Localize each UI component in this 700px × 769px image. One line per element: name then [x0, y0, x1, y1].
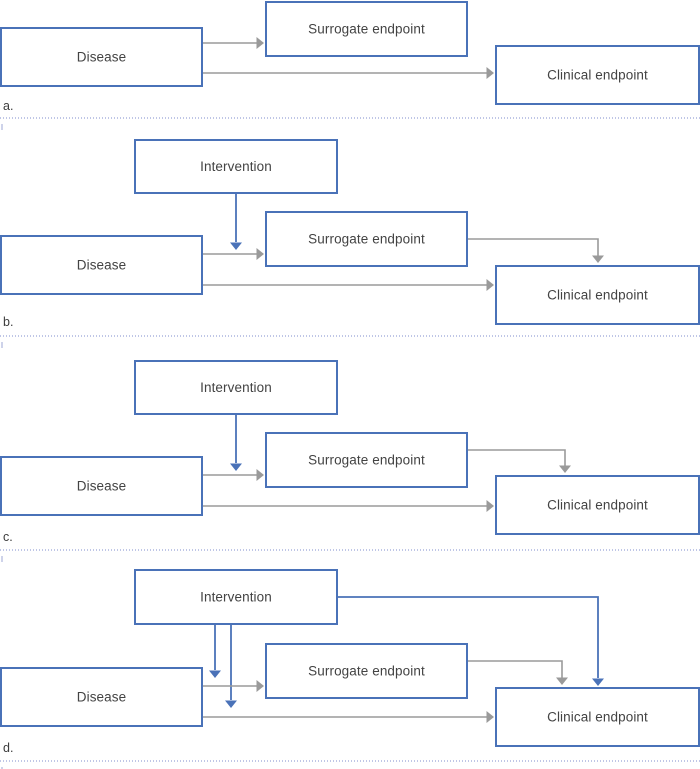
- arrowhead-icon: [486, 67, 494, 79]
- edge-intervention-to-disease-surrogate: [230, 414, 242, 471]
- node-label: Clinical endpoint: [547, 288, 648, 303]
- arrowhead-icon: [256, 248, 264, 260]
- arrowhead-icon: [256, 469, 264, 481]
- node-label: Intervention: [200, 590, 272, 605]
- node-label: Disease: [77, 258, 126, 273]
- edge-line: [467, 660, 563, 678]
- arrowhead-icon: [559, 465, 571, 473]
- arrowhead-icon: [556, 677, 568, 685]
- node-surrogate[interactable]: Surrogate endpoint: [265, 643, 468, 699]
- node-box[interactable]: [134, 360, 338, 415]
- node-disease[interactable]: Disease: [0, 27, 203, 87]
- node-label: Clinical endpoint: [547, 68, 648, 83]
- node-label: Intervention: [200, 380, 272, 395]
- edge-disease-to-clinical: [202, 711, 494, 723]
- edge-intervention-to-surrogate-path: [209, 624, 221, 678]
- node-label: Intervention: [200, 159, 272, 174]
- arrowhead-icon: [592, 678, 604, 686]
- node-box[interactable]: [265, 643, 468, 699]
- panel-caption-c: c.: [3, 530, 13, 544]
- node-disease[interactable]: Disease: [0, 667, 203, 727]
- node-label: Disease: [77, 479, 126, 494]
- edge-surrogate-to-clinical: [467, 238, 604, 263]
- node-label: Surrogate endpoint: [308, 232, 425, 247]
- arrowhead-icon: [486, 279, 494, 291]
- arrowhead-icon: [592, 255, 604, 263]
- panel-caption-b: b.: [3, 315, 13, 329]
- node-box[interactable]: [0, 667, 203, 727]
- node-box[interactable]: [0, 456, 203, 516]
- node-clinical[interactable]: Clinical endpoint: [495, 687, 700, 747]
- node-box[interactable]: [495, 687, 700, 747]
- node-surrogate[interactable]: Surrogate endpoint: [265, 1, 468, 57]
- edge-disease-to-clinical: [202, 500, 494, 512]
- edge-line: [467, 449, 566, 466]
- edge-disease-to-clinical: [202, 279, 494, 291]
- node-disease[interactable]: Disease: [0, 235, 203, 295]
- node-box[interactable]: [495, 45, 700, 105]
- arrowhead-icon: [486, 711, 494, 723]
- node-label: Surrogate endpoint: [308, 453, 425, 468]
- edge-disease-to-clinical: [202, 67, 494, 79]
- arrowhead-icon: [225, 700, 237, 708]
- node-label: Disease: [77, 50, 126, 65]
- node-intervention[interactable]: Intervention: [134, 139, 338, 194]
- arrowhead-icon: [486, 500, 494, 512]
- node-box[interactable]: [134, 139, 338, 194]
- arrowhead-icon: [230, 242, 242, 250]
- node-clinical[interactable]: Clinical endpoint: [495, 475, 700, 535]
- node-clinical[interactable]: Clinical endpoint: [495, 45, 700, 105]
- edge-line: [467, 238, 599, 256]
- edge-line: [337, 596, 599, 678]
- edge-disease-to-surrogate: [202, 37, 264, 49]
- node-box[interactable]: [265, 211, 468, 267]
- node-clinical[interactable]: Clinical endpoint: [495, 265, 700, 325]
- node-box[interactable]: [265, 1, 468, 57]
- panel-caption-a: a.: [3, 99, 13, 113]
- edge-surrogate-to-clinical: [467, 660, 568, 685]
- edge-intervention-to-disease-surrogate: [230, 193, 242, 250]
- node-surrogate[interactable]: Surrogate endpoint: [265, 211, 468, 267]
- edge-disease-to-surrogate: [202, 680, 264, 692]
- node-intervention[interactable]: Intervention: [134, 360, 338, 415]
- node-box[interactable]: [495, 265, 700, 325]
- node-box[interactable]: [134, 569, 338, 625]
- node-label: Surrogate endpoint: [308, 22, 425, 37]
- edge-surrogate-to-clinical: [467, 449, 571, 473]
- edge-disease-to-surrogate: [202, 248, 264, 260]
- arrowhead-icon: [256, 680, 264, 692]
- node-label: Clinical endpoint: [547, 498, 648, 513]
- node-box[interactable]: [265, 432, 468, 488]
- panel-caption-d: d.: [3, 741, 13, 755]
- edge-intervention-to-clinical-elbow: [337, 596, 604, 686]
- edge-disease-to-surrogate: [202, 469, 264, 481]
- node-box[interactable]: [495, 475, 700, 535]
- node-disease[interactable]: Disease: [0, 456, 203, 516]
- node-surrogate[interactable]: Surrogate endpoint: [265, 432, 468, 488]
- node-intervention[interactable]: Intervention: [134, 569, 338, 625]
- node-box[interactable]: [0, 235, 203, 295]
- node-label: Clinical endpoint: [547, 710, 648, 725]
- node-box[interactable]: [0, 27, 203, 87]
- edge-intervention-to-clinical-path: [225, 624, 237, 708]
- arrowhead-icon: [256, 37, 264, 49]
- node-label: Disease: [77, 690, 126, 705]
- arrowhead-icon: [230, 463, 242, 471]
- node-label: Surrogate endpoint: [308, 664, 425, 679]
- arrowhead-icon: [209, 670, 221, 678]
